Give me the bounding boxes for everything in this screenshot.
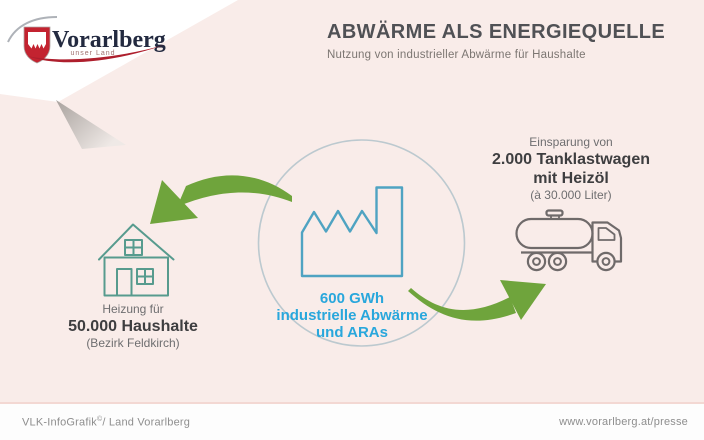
households-value: 50.000 Haushalte bbox=[68, 318, 198, 335]
source-value: 600 GWh bbox=[319, 290, 385, 307]
vorarlberg-logo: Vorarlberg unser Land bbox=[0, 0, 190, 85]
credit-line: VLK-InfoGrafik©/ Land Vorarlberg bbox=[22, 416, 190, 429]
savings-label: Einsparung von 2.000 Tanklastwagen mit H… bbox=[471, 135, 671, 203]
page-title: ABWÄRME ALS ENERGIEQUELLE bbox=[327, 21, 666, 43]
tanker-truck-icon bbox=[515, 209, 623, 272]
house-icon bbox=[98, 223, 175, 297]
credit-symbol: © bbox=[96, 415, 103, 423]
households-note: (Bezirk Feldkirch) bbox=[86, 336, 180, 350]
page-subtitle: Nutzung von industrieller Abwärme für Ha… bbox=[327, 49, 586, 61]
logo-red-swoosh bbox=[27, 45, 164, 63]
arrow-to-house bbox=[150, 175, 292, 224]
logo-tagline: unser Land bbox=[70, 50, 115, 57]
savings-value-2: mit Heizöl bbox=[533, 170, 609, 187]
website-url: www.vorarlberg.at/presse bbox=[559, 416, 688, 428]
logo-region-name: Vorarlberg bbox=[52, 27, 166, 53]
logo-gray-swoosh bbox=[7, 16, 58, 43]
source-description: industrielle Abwärme bbox=[276, 307, 428, 324]
banner-fold-shadow bbox=[56, 100, 126, 149]
arrow-to-truck bbox=[408, 280, 546, 321]
vorarlberg-shield-icon bbox=[23, 26, 51, 64]
source-description-2: und ARAs bbox=[316, 324, 388, 341]
households-label: Heizung für 50.000 Haushalte (Bezirk Fel… bbox=[33, 302, 233, 351]
cycle-circle bbox=[257, 139, 466, 347]
factory-icon bbox=[300, 186, 404, 278]
footer-bar: VLK-InfoGrafik©/ Land Vorarlberg www.vor… bbox=[0, 402, 704, 440]
credit-suffix: / Land Vorarlberg bbox=[102, 416, 191, 429]
corner-banner bbox=[0, 0, 238, 102]
vorarlberg-logo-graphic: Vorarlberg unser Land bbox=[7, 16, 166, 64]
savings-caption: Einsparung von bbox=[529, 135, 613, 149]
credit-prefix: VLK-InfoGrafik bbox=[22, 416, 97, 429]
households-caption: Heizung für bbox=[102, 302, 164, 316]
center-source-label: 600 GWh industrielle Abwärme und ARAs bbox=[252, 290, 452, 341]
savings-note: (à 30.000 Liter) bbox=[530, 188, 612, 202]
header: ABWÄRME ALS ENERGIEQUELLE Nutzung von in… bbox=[327, 20, 697, 61]
savings-value: 2.000 Tanklastwagen bbox=[492, 151, 650, 168]
